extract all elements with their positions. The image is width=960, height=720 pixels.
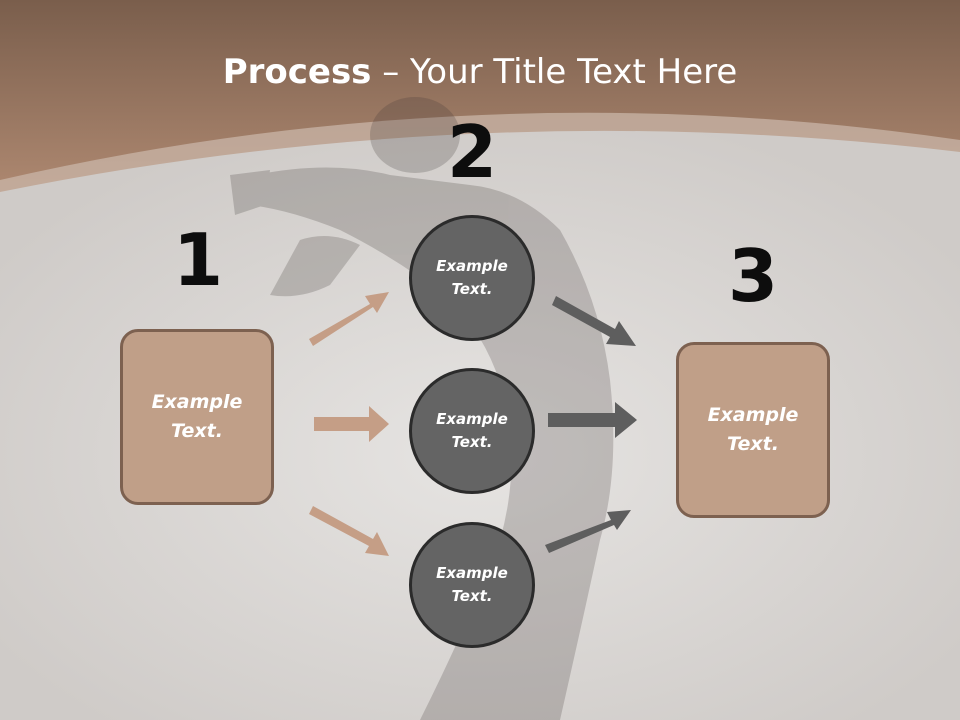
title-bold: Process [222,52,372,92]
arrow-left-middle [314,406,389,442]
process-box-right: Example Text. [676,342,830,518]
arrows-gray [545,296,637,553]
process-box-right-text: Example Text. [707,404,799,455]
title-rest: – Your Title Text Here [371,52,738,92]
arrow-right-top [552,296,636,346]
arrow-right-middle [548,402,637,438]
process-circle-middle: Example Text. [409,368,535,494]
process-circle-top-text: Example Text. [436,257,508,298]
process-circle-bottom: Example Text. [409,522,535,648]
process-circle-middle-text: Example Text. [436,410,508,451]
process-box-left: Example Text. [120,329,274,505]
process-box-left-text: Example Text. [151,391,243,442]
arrow-left-bottom [309,506,389,556]
step-number-1: 1 [172,218,224,302]
process-circle-bottom-text: Example Text. [436,564,508,605]
step-number-3: 3 [727,234,779,318]
step-number-2: 2 [446,110,498,194]
arrows-tan [309,292,389,556]
process-circle-top: Example Text. [409,215,535,341]
arrow-left-top [309,292,389,346]
slide-title: Process – Your Title Text Here [0,52,960,92]
arrow-right-bottom [545,510,631,553]
